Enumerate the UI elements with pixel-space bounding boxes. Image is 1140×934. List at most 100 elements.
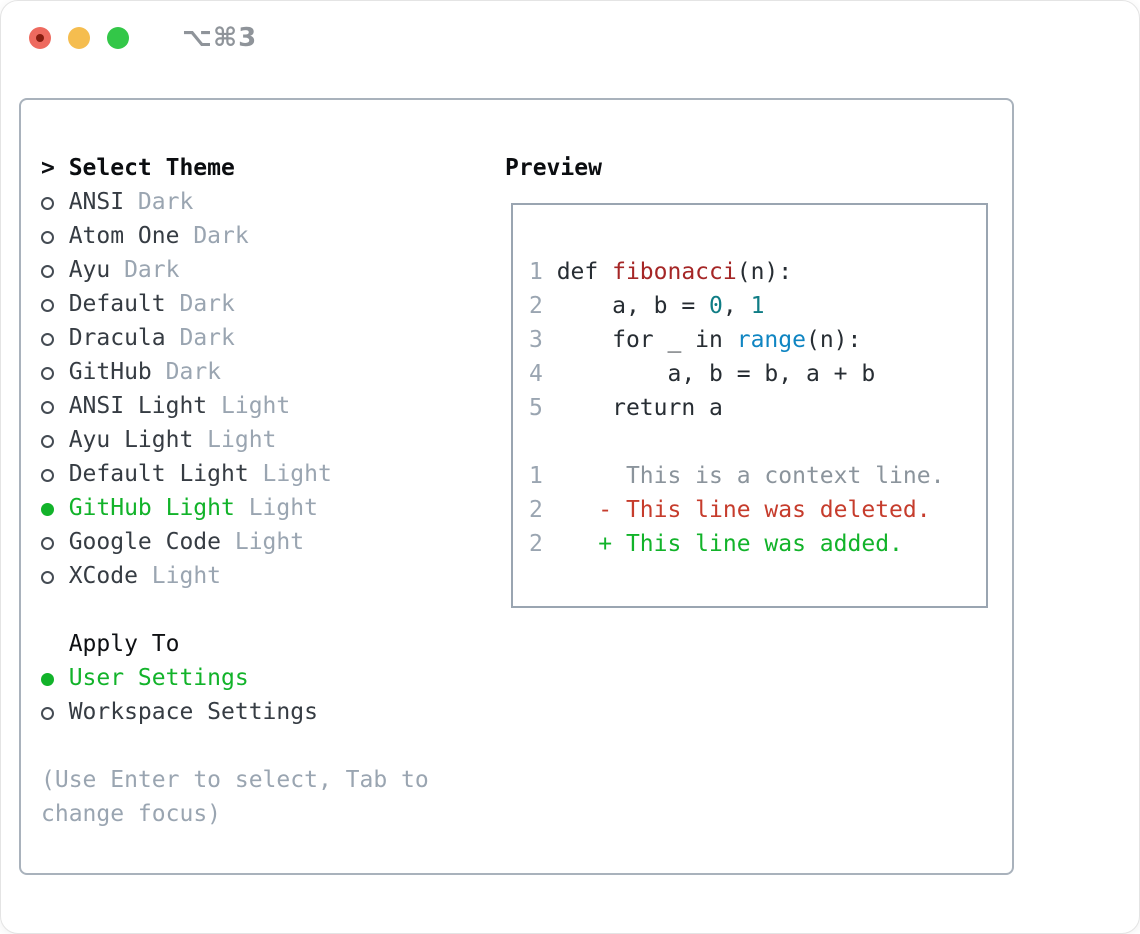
option-variant-label: Dark (165, 325, 235, 351)
theme-option[interactable]: Default Dark (41, 287, 429, 321)
token-code: a, b = (556, 293, 710, 319)
code-line: 4 a, b = b, a + b (529, 357, 986, 391)
theme-option[interactable]: Ayu Light Light (41, 423, 429, 457)
apply-to-option[interactable]: User Settings (41, 661, 429, 695)
token-num: 0 (709, 293, 723, 319)
theme-option[interactable]: Dracula Dark (41, 321, 429, 355)
zoom-button-icon[interactable] (107, 27, 129, 49)
hint-line: change focus) (41, 801, 222, 827)
theme-option[interactable]: Atom One Dark (41, 219, 429, 253)
token-code: return a (556, 395, 723, 421)
token-ln: 2 (529, 531, 557, 557)
token-ln: 1 (529, 259, 557, 285)
radio-icon (41, 197, 54, 210)
radio-icon (41, 469, 54, 482)
option-label: GitHub (68, 359, 152, 385)
code-line: 1 def fibonacci(n): (529, 255, 986, 289)
option-label: Workspace Settings (68, 699, 318, 725)
token-code: (n): (805, 327, 862, 353)
option-label: ANSI (68, 189, 125, 215)
close-button-icon[interactable] (29, 27, 51, 49)
radio-icon (41, 265, 54, 278)
token-code: a, b = b, a + b (556, 361, 876, 387)
token-code: def (556, 259, 613, 285)
option-label: Atom One (68, 223, 180, 249)
option-variant-label: Light (207, 393, 291, 419)
spacer (41, 729, 429, 763)
apply-to-title: Apply To (68, 631, 180, 657)
token-ctx: This is a context line. (556, 463, 945, 489)
theme-option[interactable]: Google Code Light (41, 525, 429, 559)
theme-option[interactable]: GitHub Light Light (41, 491, 429, 525)
token-code: , (722, 293, 751, 319)
code-line: 2 - This line was deleted. (529, 493, 986, 527)
option-label: Default (68, 291, 166, 317)
apply-to-header: Apply To (41, 627, 429, 661)
option-label: Ayu (68, 257, 111, 283)
radio-icon (41, 333, 54, 346)
code-line: 5 return a (529, 391, 986, 425)
token-bi: range (736, 327, 806, 353)
preview-title: Preview (505, 155, 602, 181)
token-code: (n): (736, 259, 793, 285)
option-label: Default Light (68, 461, 249, 487)
code-line (529, 425, 986, 459)
window-title: ⌥⌘3 (182, 23, 258, 53)
option-variant-label: Light (234, 495, 318, 521)
apply-to-option[interactable]: Workspace Settings (41, 695, 429, 729)
token-ln: 1 (529, 463, 557, 489)
option-variant-label: Dark (151, 359, 222, 385)
token-num: 1 (750, 293, 765, 319)
titlebar: ⌥⌘3 (29, 23, 257, 53)
spacer (41, 593, 429, 627)
theme-option[interactable]: Ayu Dark (41, 253, 429, 287)
select-theme-header: >Select Theme (41, 151, 429, 185)
radio-selected-icon (41, 673, 54, 686)
option-variant-label: Light (137, 563, 222, 589)
option-label: ANSI Light (68, 393, 208, 419)
option-label: XCode (68, 563, 138, 589)
theme-option[interactable]: GitHub Dark (41, 355, 429, 389)
token-ln: 5 (529, 395, 557, 421)
token-ln: 4 (529, 361, 557, 387)
option-label: Google Code (68, 529, 222, 555)
theme-option[interactable]: XCode Light (41, 559, 429, 593)
token-ln: 2 (529, 497, 557, 523)
option-variant-label: Dark (110, 257, 180, 283)
preview-column: Preview 1 def fibonacci(n):2 a, b = 0, 1… (505, 151, 988, 608)
option-label: GitHub Light (68, 495, 235, 521)
token-del: - This line was deleted. (556, 497, 931, 523)
radio-icon (41, 367, 54, 380)
radio-icon (41, 537, 54, 550)
radio-icon (41, 707, 54, 720)
token-fn: fibonacci (612, 259, 737, 285)
option-variant-label: Light (193, 427, 277, 453)
code-line: 2 a, b = 0, 1 (529, 289, 986, 323)
option-variant-label: Dark (179, 223, 249, 249)
select-theme-title: Select Theme (68, 155, 235, 181)
radio-selected-icon (41, 503, 54, 516)
radio-icon (41, 231, 54, 244)
theme-option[interactable]: ANSI Dark (41, 185, 429, 219)
minimize-button-icon[interactable] (68, 27, 90, 49)
theme-option[interactable]: ANSI Light Light (41, 389, 429, 423)
radio-icon (41, 571, 54, 584)
radio-icon (41, 435, 54, 448)
option-variant-label: Dark (124, 189, 194, 215)
option-variant-label: Dark (165, 291, 235, 317)
option-label: Dracula (68, 325, 166, 351)
option-label: User Settings (68, 665, 249, 691)
option-label: Ayu Light (68, 427, 194, 453)
theme-option[interactable]: Default Light Light (41, 457, 429, 491)
code-line: 3 for _ in range(n): (529, 323, 986, 357)
token-ln: 2 (529, 293, 557, 319)
option-variant-label: Light (248, 461, 332, 487)
token-ln: 3 (529, 327, 557, 353)
